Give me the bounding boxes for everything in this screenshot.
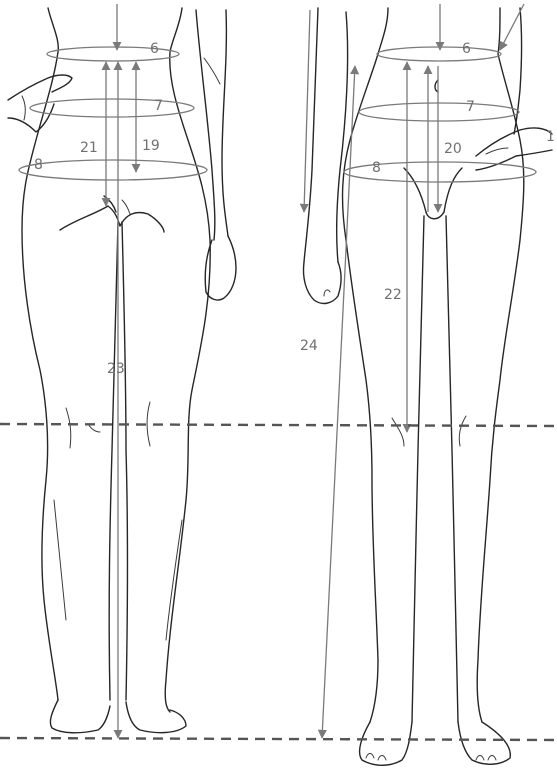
- back-waist-label: 6: [150, 41, 159, 57]
- back-high-hip-band: [30, 99, 194, 117]
- back-hip-band: [19, 160, 207, 180]
- front-high-hip-label: 7: [466, 99, 475, 115]
- front-high-hip-band: [359, 103, 519, 121]
- arm-mark-label: 1: [546, 129, 555, 145]
- back-waist-band: [47, 47, 179, 61]
- reference-lines: [0, 424, 557, 740]
- front-waist-label: 6: [462, 41, 471, 57]
- front-waist-band: [377, 47, 501, 61]
- side-waist-to-floor-arrow: [322, 66, 355, 738]
- left-arm-arrow: [304, 10, 310, 212]
- back-rise-label: 21: [80, 140, 98, 156]
- floor-line: [0, 738, 557, 740]
- front-rise-label: 20: [444, 141, 462, 157]
- waist-to-hip-label: 19: [142, 138, 160, 154]
- side-waist-to-floor-label: 24: [300, 338, 318, 354]
- front-hip-label: 8: [372, 160, 381, 176]
- right-arm-arrow: [500, 4, 524, 50]
- waist-to-floor-label: 23: [107, 361, 125, 377]
- back-hip-label: 8: [34, 157, 43, 173]
- waist-to-knee-label: 22: [384, 287, 402, 303]
- back-high-hip-label: 7: [154, 98, 163, 114]
- back-measure-bands: [19, 47, 207, 180]
- knee-line: [0, 424, 557, 426]
